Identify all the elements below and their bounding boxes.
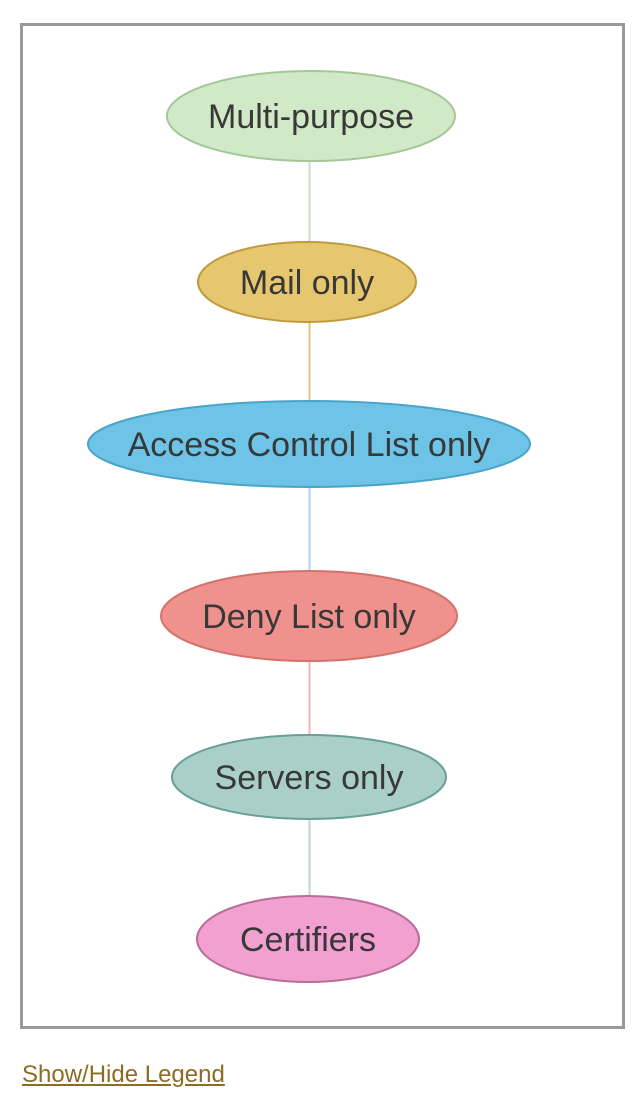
node-mail-only-ellipse[interactable] [197,241,417,323]
node-mail-only[interactable]: Mail only [197,241,417,323]
topology-diagram-panel: Multi-purpose Mail only Access Control L… [20,23,625,1029]
node-multi-purpose-label: Multi-purpose [208,98,414,136]
node-access-control-list-only-label: Access Control List only [128,426,491,464]
node-servers-only-ellipse[interactable] [171,734,447,820]
node-multi-purpose[interactable]: Multi-purpose [166,70,456,162]
node-servers-only[interactable]: Servers only [171,734,447,820]
node-multi-purpose-ellipse[interactable] [166,70,456,162]
node-certifiers[interactable]: Certifiers [196,895,420,983]
node-certifiers-ellipse[interactable] [196,895,420,983]
node-access-control-list-only[interactable]: Access Control List only [87,400,531,488]
node-servers-only-label: Servers only [215,759,404,797]
node-deny-list-only-ellipse[interactable] [160,570,458,662]
node-deny-list-only-label: Deny List only [202,598,416,636]
node-access-control-list-only-ellipse[interactable] [87,400,531,488]
show-hide-legend-link[interactable]: Show/Hide Legend [22,1061,225,1088]
node-mail-only-label: Mail only [240,264,374,302]
node-certifiers-label: Certifiers [240,921,376,959]
topology-diagram: Multi-purpose Mail only Access Control L… [87,70,531,983]
node-deny-list-only[interactable]: Deny List only [160,570,458,662]
diagram-nodes: Multi-purpose Mail only Access Control L… [87,70,531,983]
